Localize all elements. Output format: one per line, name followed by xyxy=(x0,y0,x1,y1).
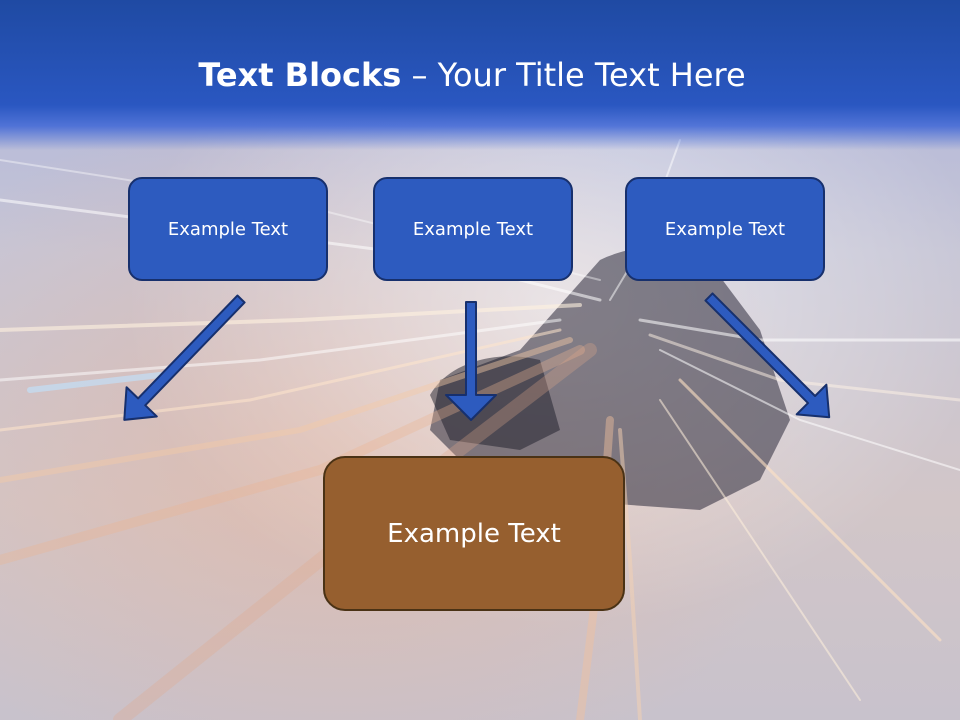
arrow-center-to-bottom-icon xyxy=(445,301,497,421)
text-block-center-label: Example Text xyxy=(412,218,534,240)
text-block-right-label: Example Text xyxy=(664,218,786,240)
arrow-right-to-bottom-icon xyxy=(704,292,831,419)
text-block-right: Example Text xyxy=(625,177,825,281)
title-band xyxy=(0,0,960,150)
text-block-bottom-label: Example Text xyxy=(387,518,561,549)
arrow-left-to-bottom-icon xyxy=(123,294,246,421)
text-block-left: Example Text xyxy=(128,177,328,281)
title-rest: – Your Title Text Here xyxy=(401,56,746,94)
text-block-left-label: Example Text xyxy=(167,218,289,240)
slide-title: Text Blocks – Your Title Text Here xyxy=(0,52,944,98)
text-block-center: Example Text xyxy=(373,177,573,281)
text-block-bottom: Example Text xyxy=(323,456,625,611)
title-bold: Text Blocks xyxy=(198,56,402,94)
